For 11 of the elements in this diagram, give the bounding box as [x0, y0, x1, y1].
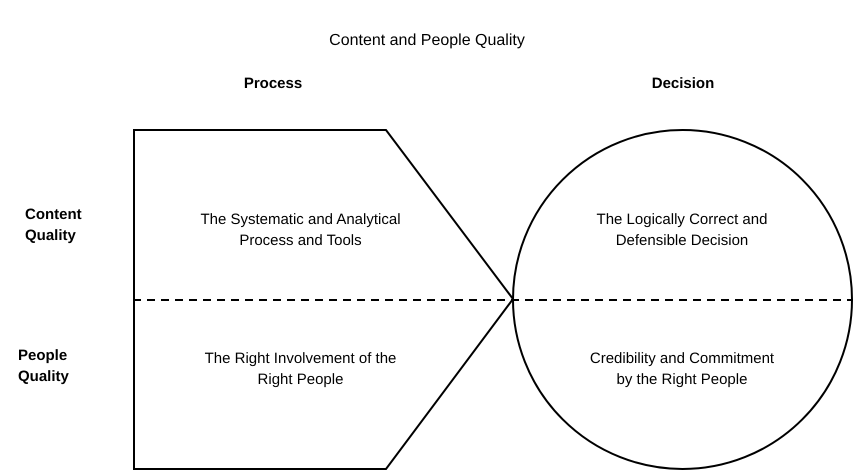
node-text: The Logically Correct and Defensible Decision [596, 210, 768, 251]
row-heading: Content Quality [24, 205, 83, 246]
pentagon-arrow-shape [133, 129, 514, 470]
node-text: The Right Involvement of the Right People [204, 349, 398, 390]
column-heading: Process [242, 74, 304, 94]
node-text: The Systematic and Analytical Process and Tools [199, 210, 402, 251]
decision-circle [512, 129, 853, 470]
node-text: Credibility and Commitment by the Right People [588, 349, 776, 390]
diagram-title: Content and People Quality [328, 31, 526, 51]
row-heading: People Quality [17, 346, 70, 387]
column-heading: Decision [650, 74, 716, 94]
